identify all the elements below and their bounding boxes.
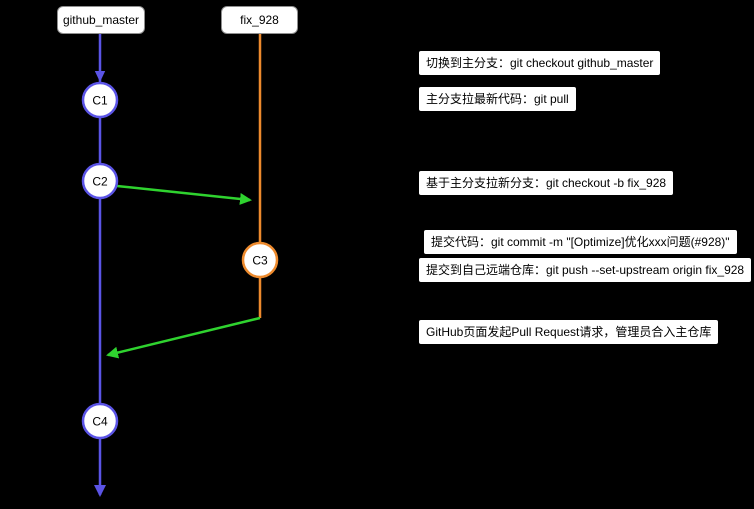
commit-node-c3: C3 <box>241 241 279 279</box>
master-arrowhead-c1-icon <box>94 71 106 82</box>
commit-node-c1: C1 <box>81 81 119 119</box>
commit-label-c3: C3 <box>252 254 268 268</box>
commit-circle-c4 <box>81 402 119 440</box>
commit-circle-c1 <box>81 81 119 119</box>
branch-label-github-master: github_master <box>57 6 145 34</box>
branch-label-fix-928: fix_928 <box>221 6 298 34</box>
commit-label-c1: C1 <box>92 94 108 108</box>
commit-circle-c2 <box>81 162 119 200</box>
note-git-pull: 主分支拉最新代码：git pull <box>419 87 576 111</box>
branch-label-fix-928-text: fix_928 <box>240 13 279 27</box>
note-new-branch: 基于主分支拉新分支：git checkout -b fix_928 <box>419 171 674 195</box>
branch-label-github-master-text: github_master <box>62 13 140 27</box>
note-checkout-master: 切换到主分支：git checkout github_master <box>419 51 661 75</box>
commit-label-c2: C2 <box>92 175 108 189</box>
commit-node-c2: C2 <box>81 162 119 200</box>
commit-label-c4: C4 <box>92 415 108 429</box>
commit-circle-c3 <box>241 241 279 279</box>
merge-arrow <box>106 316 261 359</box>
note-pull-request: GitHub页面发起Pull Request请求，管理员合入主仓库 <box>419 320 719 344</box>
branch-off-arrow <box>116 184 252 205</box>
note-commit: 提交代码：git commit -m "[Optimize]优化xxx问题(#9… <box>424 230 737 254</box>
note-push: 提交到自己远端仓库：git push --set-upstream origin… <box>419 258 752 282</box>
commit-node-c4: C4 <box>81 402 119 440</box>
